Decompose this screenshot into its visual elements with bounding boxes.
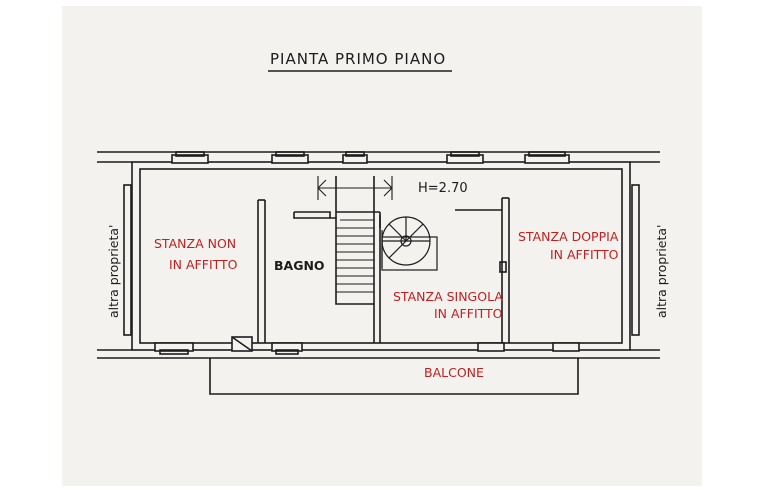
spiral-staircase bbox=[381, 216, 438, 271]
stair-dimension bbox=[317, 176, 393, 200]
balcony-label: BALCONE bbox=[424, 365, 484, 380]
neighbor-wall-left bbox=[123, 184, 132, 336]
room-2-label-line-2: IN AFFITTO bbox=[434, 306, 503, 321]
page-title: PIANTA PRIMO PIANO bbox=[270, 50, 446, 68]
room-2-label-line-1: STANZA SINGOLA bbox=[393, 289, 503, 304]
neighbor-wall-right bbox=[631, 184, 640, 336]
height-label: H=2.70 bbox=[418, 181, 468, 196]
top-windows bbox=[171, 151, 570, 164]
room-3-label-line-2: IN AFFITTO bbox=[550, 247, 619, 262]
staircase bbox=[293, 176, 381, 305]
room-1-label-line-1: STANZA NON bbox=[154, 236, 236, 251]
outer-wall bbox=[131, 161, 631, 351]
neighbor-label-right: altra proprieta' bbox=[654, 225, 669, 319]
inner-wall-line bbox=[139, 168, 623, 344]
bathroom-label: BAGNO bbox=[274, 258, 325, 273]
room-1-label-line-2: IN AFFITTO bbox=[169, 257, 238, 272]
balcony-outline bbox=[209, 358, 579, 395]
bottom-openings bbox=[154, 336, 580, 355]
room-3-label-line-1: STANZA DOPPIA bbox=[518, 229, 619, 244]
neighbor-label-left: altra proprieta' bbox=[106, 225, 121, 319]
